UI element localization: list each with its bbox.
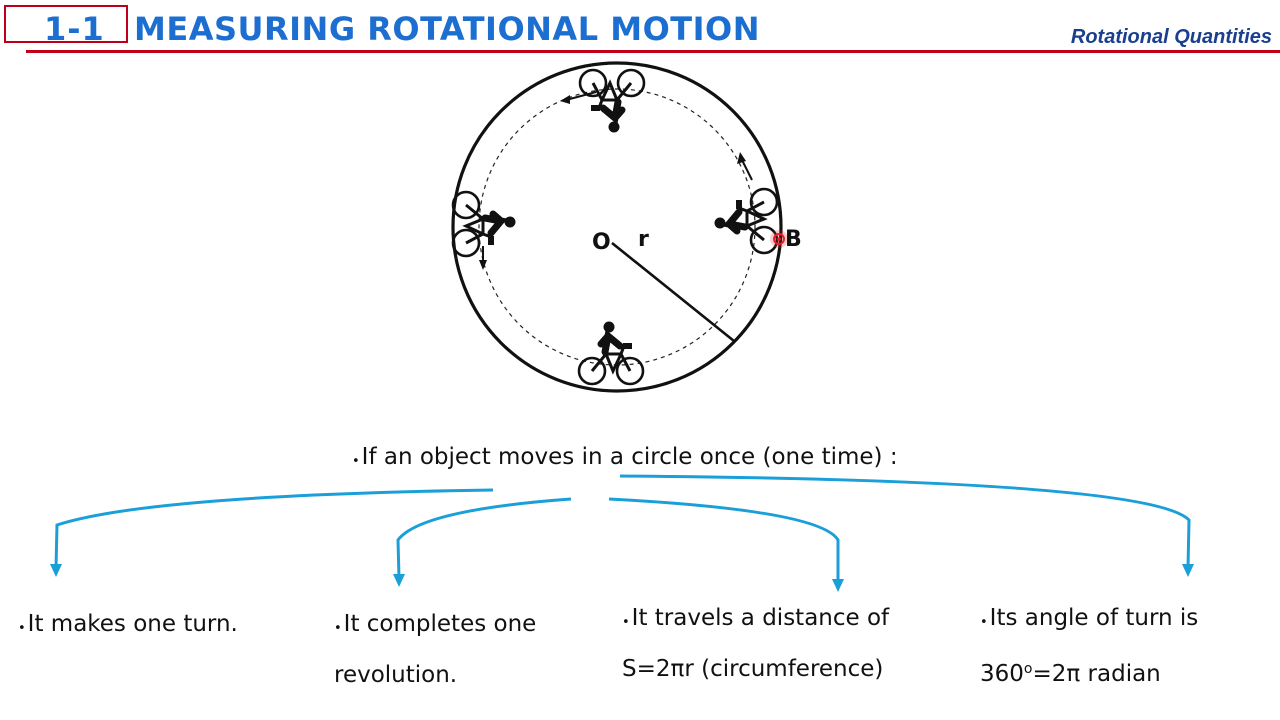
direction-arrow-left [479,246,487,270]
intro-text: If an object moves in a circle once (one… [361,444,898,470]
point-circumference: •It travels a distance of S=2πr (circumf… [622,605,890,682]
point-b-marker [770,230,788,248]
point-angle-of-turn: •Its angle of turn is 360o=2π radian [980,605,1199,687]
topic-tag: Rotational Quantities [1070,26,1272,48]
section-number: 1-1 [44,10,105,48]
slide-title: MEASURING ROTATIONAL MOTION [134,10,760,48]
center-label: O [592,230,611,255]
radius-line [611,241,735,343]
direction-arrow-right [737,152,753,181]
section-number-box [4,5,128,43]
point-one-revolution: •It completes one revolution. [334,611,537,688]
branch-arrow-1 [54,488,494,569]
direction-arrow-top [560,91,597,104]
branch-arrow-3 [608,497,840,582]
bullet-dot: • [352,454,360,469]
branch-arrow-4 [619,474,1191,569]
intro-statement: •If an object moves in a circle once (on… [352,442,898,477]
radius-label: r [638,227,649,252]
header-rule [26,50,1280,53]
outer-circle [451,61,783,393]
point-b-label: B [785,227,802,252]
point-one-turn: •It makes one turn. [18,611,238,637]
branch-arrow-2 [396,497,572,579]
